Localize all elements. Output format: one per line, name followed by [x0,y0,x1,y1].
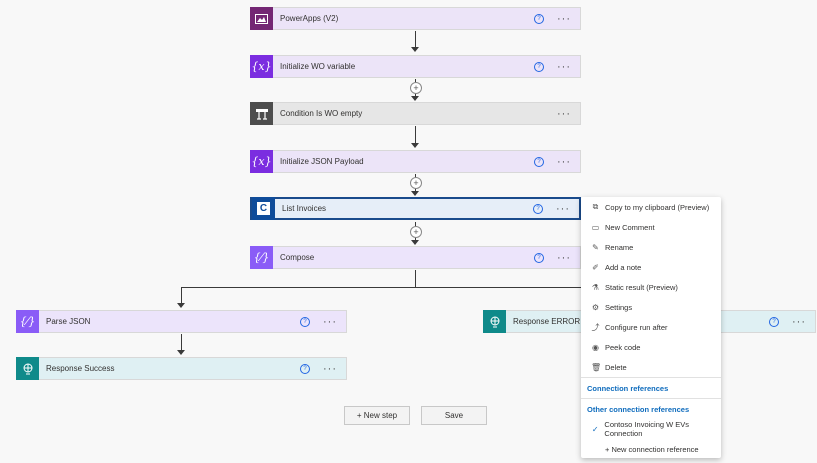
compose-icon: {⁄} [16,310,39,333]
step-condition[interactable]: Condition Is WO empty ··· [250,102,581,125]
connector-line [415,270,416,288]
pencil-icon: ✎ [592,242,599,252]
compose-icon: {⁄} [250,246,273,269]
connector-arrow [411,240,419,245]
connector-icon: C [252,197,275,220]
help-icon[interactable]: ? [533,203,543,214]
more-options-icon[interactable]: ··· [557,251,571,264]
step-title: Parse JSON [46,317,91,326]
condition-icon [250,102,273,125]
menu-item-label: Static result (Preview) [605,282,678,292]
help-icon[interactable]: ? [300,316,310,327]
connector-arrow [177,303,185,308]
menu-item-settings[interactable]: ⚙ Settings [581,297,721,317]
menu-item-new-comment[interactable]: ▭ New Comment [581,217,721,237]
connector-line [415,31,416,48]
eye-icon: ◉ [592,342,599,352]
gear-icon: ⚙ [591,302,600,312]
connector-arrow [177,350,185,355]
step-title: PowerApps (V2) [280,14,339,23]
menu-item-delete[interactable]: 🗑 Delete [581,357,721,377]
context-menu: ⧉ Copy to my clipboard (Preview) ▭ New C… [581,197,721,458]
globe-icon [16,357,39,380]
more-options-icon[interactable]: ··· [557,107,571,120]
note-icon: ✐ [592,262,599,272]
insert-step-button[interactable]: + [410,226,422,238]
more-options-icon[interactable]: ··· [557,155,571,168]
menu-item-label: Rename [605,242,634,252]
connector-arrow [411,191,419,196]
help-icon[interactable]: ? [534,13,544,24]
menu-divider [581,377,721,378]
connector-arrow [411,96,419,101]
menu-item-new-connection-reference[interactable]: + New connection reference [581,439,721,459]
help-icon[interactable]: ? [534,61,544,72]
step-title: Initialize WO variable [280,62,356,71]
step-response-success[interactable]: Response Success ? ··· [16,357,347,380]
menu-item-label: Peek code [605,342,641,352]
help-icon[interactable]: ? [300,363,310,374]
menu-item-label: Copy to my clipboard (Preview) [605,202,710,212]
menu-divider [581,398,721,399]
menu-item-peek-code[interactable]: ◉ Peek code [581,337,721,357]
comment-icon: ▭ [591,222,600,232]
menu-item-add-note[interactable]: ✐ Add a note [581,257,721,277]
check-icon: ✓ [591,424,599,434]
save-button[interactable]: Save [421,406,487,425]
menu-item-rename[interactable]: ✎ Rename [581,237,721,257]
more-options-icon[interactable]: ··· [557,60,571,73]
step-title: Condition Is WO empty [280,109,363,118]
step-title: Response ERROR [513,317,581,326]
variable-icon: {x} [250,150,273,173]
step-powerapps[interactable]: PowerApps (V2) ? ··· [250,7,581,30]
menu-item-configure-run-after[interactable]: ⤴ Configure run after [581,317,721,337]
more-options-icon[interactable]: ··· [323,362,337,375]
step-title: Initialize JSON Payload [280,157,364,166]
connector-arrow [411,47,419,52]
menu-item-contoso-connection[interactable]: ✓ Contoso Invoicing W EVs Connection [581,419,721,439]
help-icon[interactable]: ? [534,156,544,167]
step-initialize-json-payload[interactable]: {x} Initialize JSON Payload ? ··· [250,150,581,173]
menu-item-label: New Comment [605,222,655,232]
more-options-icon[interactable]: ··· [556,202,570,215]
more-options-icon[interactable]: ··· [557,12,571,25]
menu-item-label: + New connection reference [605,444,699,454]
connection-references-heading: Connection references [587,383,669,393]
trash-icon: 🗑 [591,362,602,372]
more-options-icon[interactable]: ··· [323,315,337,328]
menu-item-label: Add a note [605,262,642,272]
run-after-icon: ⤴ [591,322,600,332]
step-parse-json[interactable]: {⁄} Parse JSON ? ··· [16,310,347,333]
connector-line [181,334,182,352]
step-list-invoices[interactable]: C List Invoices ? ··· [250,197,581,220]
branch-line [181,287,581,288]
insert-step-button[interactable]: + [410,177,422,189]
insert-step-button[interactable]: + [410,82,422,94]
menu-item-label: Delete [605,362,627,372]
connector-line [181,287,182,305]
menu-item-copy[interactable]: ⧉ Copy to my clipboard (Preview) [581,197,721,217]
step-compose[interactable]: {⁄} Compose ? ··· [250,246,581,269]
step-title: Response Success [46,364,115,373]
powerapps-icon [250,7,273,30]
connector-arrow [411,143,419,148]
help-icon[interactable]: ? [769,316,779,327]
step-initialize-wo-variable[interactable]: {x} Initialize WO variable ? ··· [250,55,581,78]
connector-line [415,126,416,146]
connector-letter: C [257,202,270,215]
menu-item-label: Configure run after [605,322,668,332]
flask-icon: ⚗ [591,282,600,292]
new-step-button[interactable]: + New step [344,406,410,425]
more-options-icon[interactable]: ··· [792,315,806,328]
step-title: List Invoices [282,204,327,213]
menu-item-label: Settings [605,302,633,312]
menu-item-label: Contoso Invoicing W EVs Connection [604,420,690,438]
menu-item-static-result[interactable]: ⚗ Static result (Preview) [581,277,721,297]
other-connection-references-heading: Other connection references [587,404,690,414]
step-title: Compose [280,253,315,262]
help-icon[interactable]: ? [534,252,544,263]
globe-icon [483,310,506,333]
variable-icon: {x} [250,55,273,78]
copy-icon: ⧉ [592,202,599,211]
